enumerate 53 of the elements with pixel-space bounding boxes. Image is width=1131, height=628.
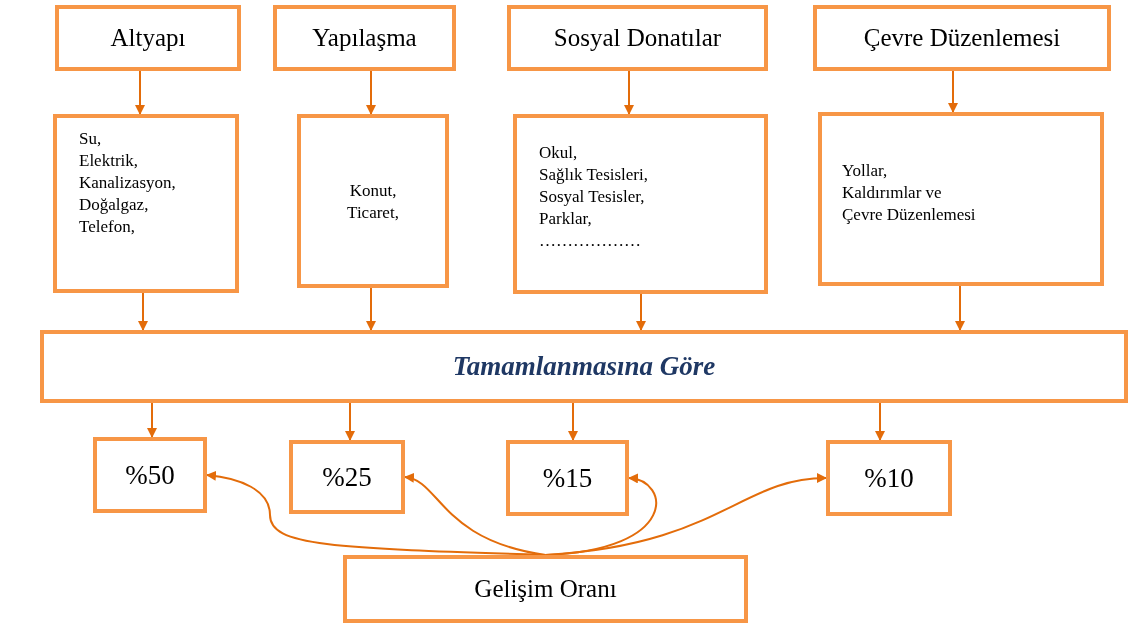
arrow (544, 473, 827, 556)
arrow (636, 293, 646, 331)
list-item-text: Kanalizasyon, (79, 172, 176, 194)
arrow (624, 70, 634, 115)
percentage-box (506, 440, 629, 516)
box-label: Yapılaşma (312, 24, 417, 52)
arrow (366, 287, 376, 331)
box-label: Tamamlanmasına Göre (452, 351, 716, 382)
category-box (813, 5, 1111, 71)
arrow (568, 402, 578, 441)
box-label: %50 (125, 459, 175, 491)
box-label: %10 (864, 462, 914, 494)
category-box (55, 5, 241, 71)
arrow (948, 70, 958, 113)
list-item-text: ……………… (539, 230, 641, 252)
list-item-text: Ticaret, (347, 202, 399, 224)
arrow (875, 402, 885, 441)
list-item-text: Elektrik, (79, 150, 138, 172)
arrow (135, 70, 145, 115)
list-item-text: Okul, (539, 142, 578, 164)
item-list-box (513, 114, 768, 294)
list-item-text: Kaldırımlar ve (842, 182, 942, 204)
item-list-box (53, 114, 239, 293)
list-item-text: Çevre Düzenlemesi (842, 204, 976, 226)
criterion-band (40, 330, 1128, 403)
percentage-box (826, 440, 952, 516)
arrow (345, 402, 355, 441)
list-item-text: Su, (79, 128, 102, 150)
box-label: Altyapı (110, 24, 186, 52)
list-item-text: Sağlık Tesisleri, (539, 164, 648, 186)
item-list-box (818, 112, 1104, 286)
arrow (138, 292, 148, 331)
arrow (366, 70, 376, 115)
category-box (507, 5, 768, 71)
list-item-text: Doğalgaz, (79, 194, 149, 216)
percentage-box (289, 440, 405, 514)
list-item-text: Yollar, (842, 160, 888, 182)
box-label: %25 (322, 461, 372, 493)
percentage-box (93, 437, 207, 513)
list-item-text: Sosyal Tesisler, (539, 186, 645, 208)
box-label: Gelişim Oranı (474, 575, 617, 603)
box-label: Çevre Düzenlemesi (863, 24, 1061, 52)
list-item-text: Konut, (349, 180, 397, 202)
arrow (404, 474, 547, 556)
box-label: %15 (542, 462, 593, 494)
arrow (955, 285, 965, 331)
arrow (147, 402, 157, 438)
item-list-box (297, 114, 449, 288)
box-label: Sosyal Donatılar (553, 24, 722, 52)
category-box (273, 5, 456, 71)
category-box (343, 555, 748, 623)
list-item-text: Telefon, (79, 216, 135, 238)
list-item-text: Parklar, (539, 208, 592, 230)
